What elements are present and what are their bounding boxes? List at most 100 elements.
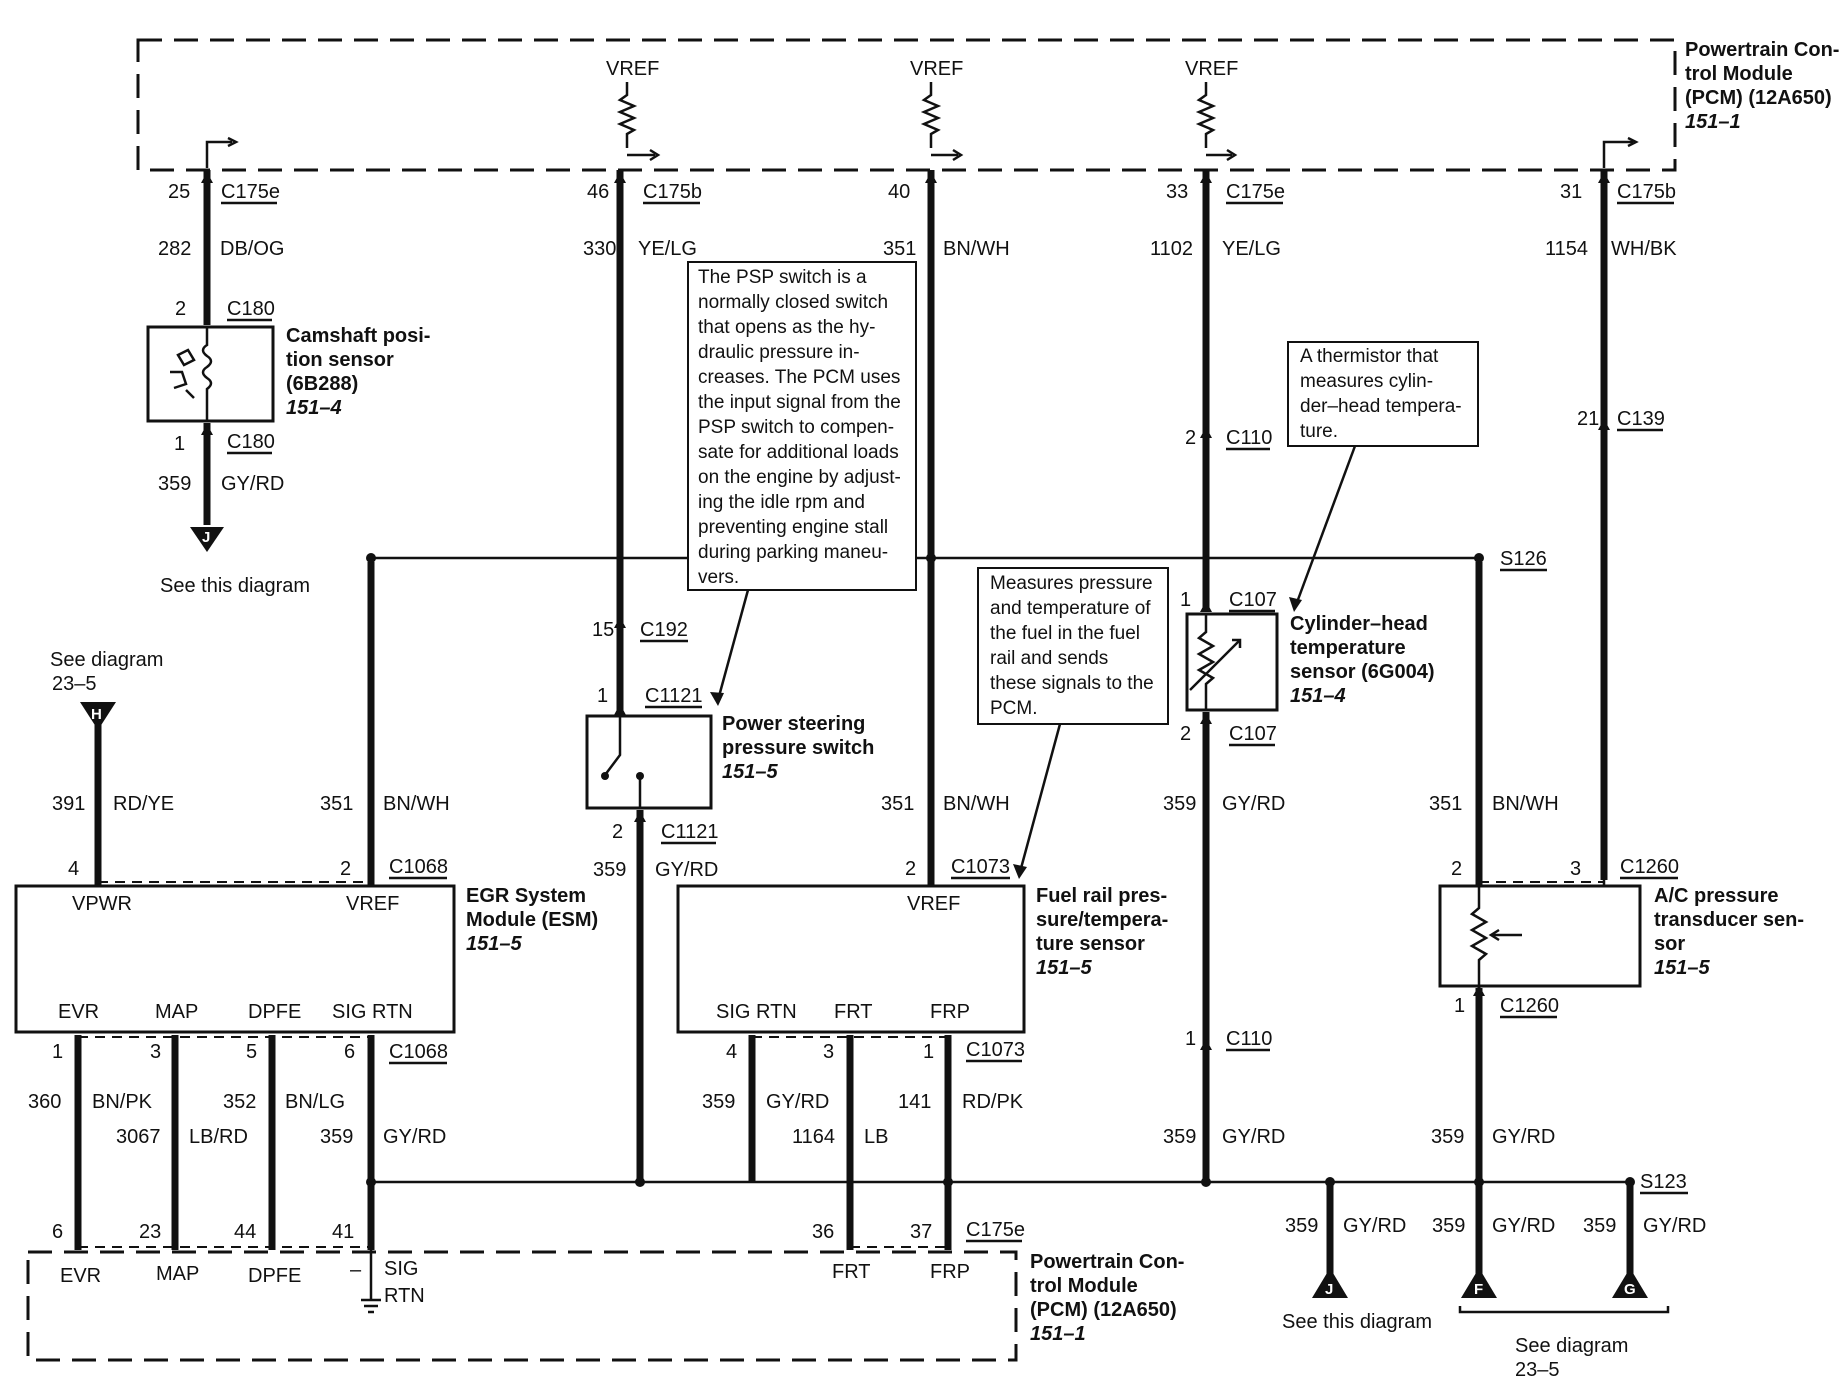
cmp-pin-bot: 1 <box>174 433 185 455</box>
see-diagram-fg-2: 23–5 <box>1515 1359 1560 1381</box>
frp-frt-label: FRT <box>834 1001 873 1023</box>
connector-f-marker <box>1461 1268 1497 1298</box>
top-pin-4: 33 <box>1166 181 1188 203</box>
pcm-input-flags <box>205 136 1639 168</box>
psp-note-leader <box>716 589 750 701</box>
camshaft-sensor-symbol <box>170 327 213 421</box>
pcm-bottom-label-3: (PCM) (12A650) <box>1030 1299 1177 1321</box>
top-pin-2: 46 <box>587 181 609 203</box>
ground-circuit-3: 359 <box>1583 1215 1616 1237</box>
pullup-resistors <box>616 82 1217 148</box>
cmp-label-3: (6B288) <box>286 373 358 395</box>
ground-color-1: GY/RD <box>1343 1215 1406 1237</box>
svg-text:PCM.: PCM. <box>990 698 1038 719</box>
esm-label-3: 151–5 <box>466 933 522 955</box>
pcm-top-label-4: 151–1 <box>1685 111 1741 133</box>
low-circuit-7: 141 <box>898 1091 931 1113</box>
top-circuit-2: 330 <box>583 238 616 260</box>
cht-sensor-box <box>1185 612 1279 712</box>
frp-conn-bot: C1073 <box>966 1039 1025 1061</box>
svg-text:on the engine by adjust-: on the engine by adjust- <box>698 467 901 488</box>
pcm-conn: C175e <box>966 1219 1025 1241</box>
pcm-top-label-2: trol Module <box>1685 63 1793 85</box>
c110-top-pin: 2 <box>1185 427 1196 449</box>
mid-circuit-2: 351 <box>320 793 353 815</box>
svg-text:vers.: vers. <box>698 567 739 588</box>
low-color-9: GY/RD <box>1492 1126 1555 1148</box>
pcm-top-outline <box>136 38 1677 172</box>
cmp-label-4: 151–4 <box>286 397 342 419</box>
pcm-rtn-label: RTN <box>384 1285 425 1307</box>
acp-pin-a: 2 <box>1451 858 1462 880</box>
vref-label-3: VREF <box>1185 58 1238 80</box>
low-color-1: BN/PK <box>92 1091 153 1113</box>
pcm-map-label: MAP <box>156 1263 199 1285</box>
ground-color-2: GY/RD <box>1492 1215 1555 1237</box>
frp-pin-1: 4 <box>726 1041 737 1063</box>
thermistor-note-arrowhead <box>1289 597 1302 612</box>
fg-bracket <box>1458 1306 1670 1314</box>
esm-pin-3: 5 <box>246 1041 257 1063</box>
frp-label-3: ture sensor <box>1036 933 1145 955</box>
acp-sensor-box <box>1438 884 1642 988</box>
see-diagram-fg-1: See diagram <box>1515 1335 1628 1357</box>
acp-pin-bot: 1 <box>1454 995 1465 1017</box>
connector-f-letter: F <box>1474 1281 1483 1298</box>
low-color-2: LB/RD <box>189 1126 248 1148</box>
esm-pin-2: 3 <box>150 1041 161 1063</box>
svg-text:The PSP switch is a: The PSP switch is a <box>698 267 867 288</box>
mid-circuit-4: 359 <box>1163 793 1196 815</box>
esm-pin-vref: 2 <box>340 858 351 880</box>
top-conn-1: C175e <box>221 181 280 203</box>
connector-g-marker <box>1612 1268 1648 1298</box>
pcm-bottom-label-4: 151–1 <box>1030 1323 1086 1345</box>
esm-map-label: MAP <box>155 1001 198 1023</box>
pcm-frp-label: FRP <box>930 1261 970 1283</box>
psp-switch-contact-b <box>636 772 644 780</box>
low-circuit-2: 3067 <box>116 1126 161 1148</box>
mid-circuit-5: 351 <box>1429 793 1462 815</box>
low-color-5: GY/RD <box>766 1091 829 1113</box>
low-circuit-4: 359 <box>320 1126 353 1148</box>
mid-color-3: BN/WH <box>943 793 1010 815</box>
pcm-bottom-outline <box>26 1250 1018 1362</box>
low-color-8: GY/RD <box>1222 1126 1285 1148</box>
esm-evr-label: EVR <box>58 1001 99 1023</box>
svg-text:the input signal from the: the input signal from the <box>698 392 901 413</box>
psp-note-text: The PSP switch is a normally closed swit… <box>698 267 901 588</box>
low-color-7: RD/PK <box>962 1091 1024 1113</box>
top-pin-1: 25 <box>168 181 190 203</box>
connector-j-top-marker <box>190 527 224 552</box>
see-diagram-h-2: 23–5 <box>52 673 97 695</box>
psp-color: GY/RD <box>655 859 718 881</box>
top-color-3: BN/WH <box>943 238 1010 260</box>
esm-label-2: Module (ESM) <box>466 909 598 931</box>
cht-label-3: sensor (6G004) <box>1290 661 1435 683</box>
c110-bot-conn: C110 <box>1226 1028 1272 1050</box>
frp-frp-label: FRP <box>930 1001 970 1023</box>
low-circuit-3: 352 <box>223 1091 256 1113</box>
cht-label-4: 151–4 <box>1290 685 1346 707</box>
svg-text:preventing engine stall: preventing engine stall <box>698 517 888 538</box>
esm-sigrtn-label: SIG RTN <box>332 1001 413 1023</box>
ground-circuit-2: 359 <box>1432 1215 1465 1237</box>
psp-switch-contact-a <box>601 772 609 780</box>
svg-text:that opens as the hy-: that opens as the hy- <box>698 317 875 338</box>
s126-label: S126 <box>1500 548 1547 570</box>
svg-text:sate for additional loads: sate for additional loads <box>698 442 899 463</box>
top-color-2: YE/LG <box>638 238 697 260</box>
acp-sensor-symbol <box>1469 886 1522 986</box>
acp-conn-bot: C1260 <box>1500 995 1559 1017</box>
top-color-1: DB/OG <box>220 238 284 260</box>
top-circuit-3: 351 <box>883 238 916 260</box>
psp-label-1: Power steering <box>722 713 865 735</box>
svg-text:these signals to the: these signals to the <box>990 673 1154 694</box>
cht-pin-bot: 2 <box>1180 723 1191 745</box>
acp-label-4: 151–5 <box>1654 957 1710 979</box>
frp-note-leader <box>1018 723 1062 873</box>
low-color-4: GY/RD <box>383 1126 446 1148</box>
c139-conn: C139 <box>1617 408 1665 430</box>
connector-h-letter: H <box>91 706 102 723</box>
svg-text:measures cylin-: measures cylin- <box>1300 371 1433 392</box>
thermistor-note-box <box>1287 341 1479 447</box>
